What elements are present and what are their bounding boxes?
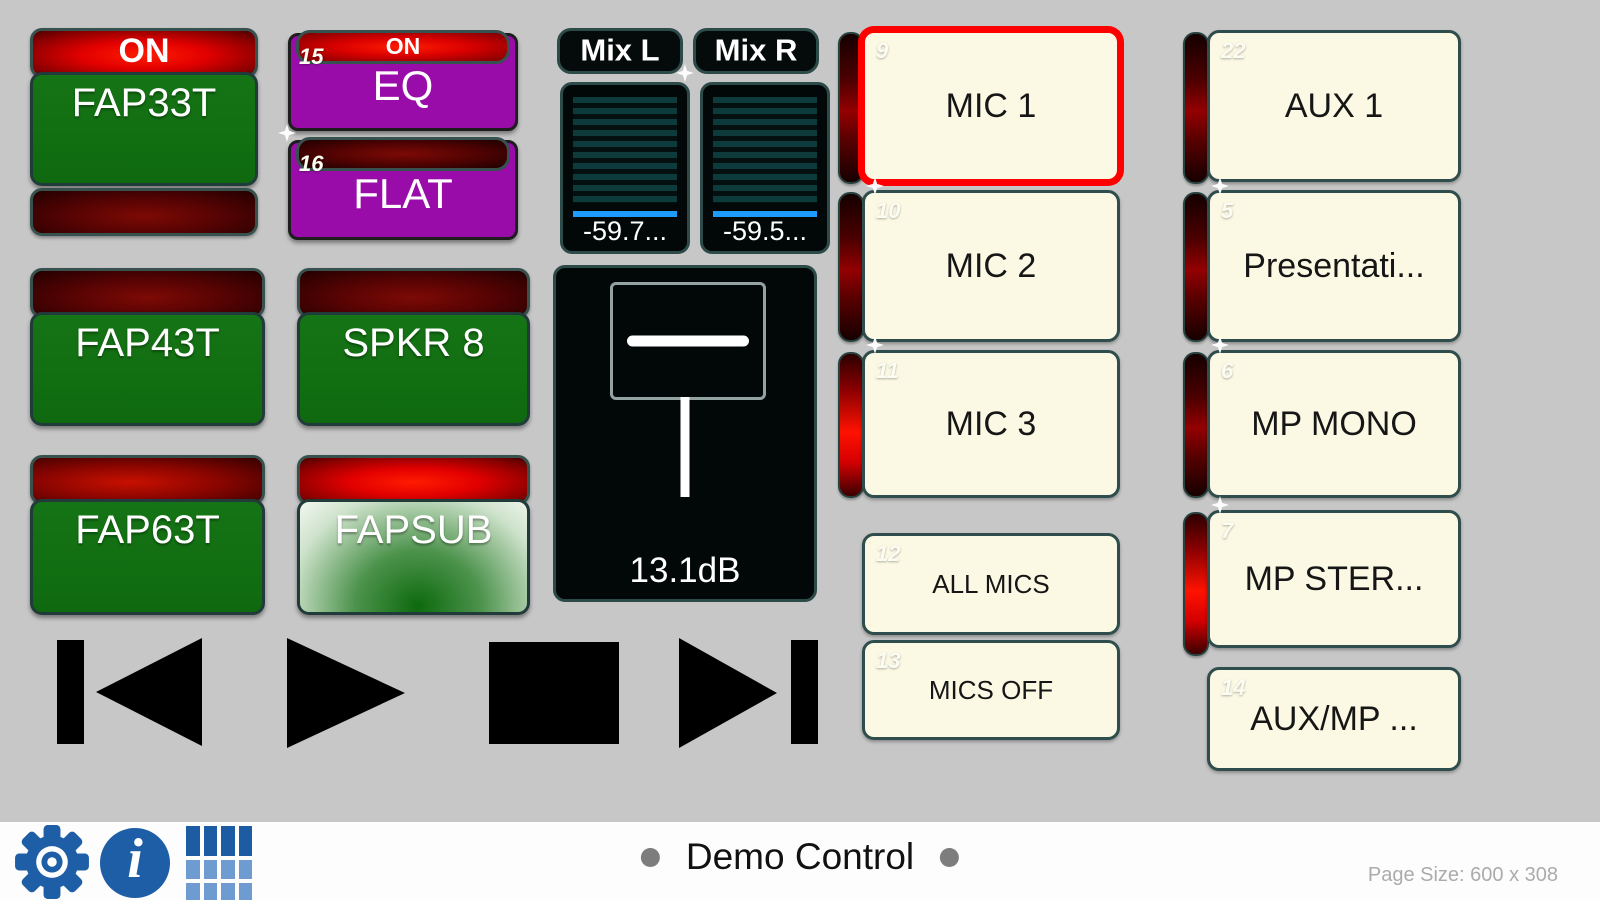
join-number: 7 — [1221, 518, 1234, 543]
join-number: 11 — [876, 358, 899, 383]
join-number: 10 — [876, 198, 901, 223]
meter-scale — [713, 97, 817, 203]
page-title: Demo Control — [640, 836, 960, 878]
mp-stereo-button[interactable]: 7 MP STER... — [1207, 510, 1461, 648]
speaker-button-fapsub[interactable]: FAPSUB — [297, 455, 530, 615]
eq-label: EQ — [372, 61, 434, 109]
mp-mono-level-meter — [1183, 352, 1209, 498]
presentation-button[interactable]: 5 Presentati... — [1207, 190, 1461, 342]
skip-back-icon[interactable] — [57, 640, 84, 744]
mix-right-title: Mix R — [693, 28, 819, 74]
mix-right-value: -59.5... — [722, 216, 808, 246]
fap33t-body: FAP33T — [30, 72, 258, 186]
fader-track — [680, 397, 690, 497]
flat-indicator — [296, 137, 510, 171]
fader-value: 13.1dB — [629, 551, 741, 590]
join-number: 6 — [1221, 358, 1234, 383]
spkr8-on-indicator — [297, 268, 530, 318]
spkr8-body: SPKR 8 — [297, 312, 530, 426]
fap63t-body: FAP63T — [30, 499, 265, 615]
stop-icon[interactable] — [489, 642, 619, 744]
speaker-label: SPKR 8 — [342, 321, 485, 365]
join-number: 22 — [1221, 38, 1246, 63]
mp-stereo-level-meter — [1183, 512, 1209, 656]
mix-left-label: Mix L — [580, 32, 660, 68]
speaker-button-fap43t[interactable]: FAP43T — [30, 268, 265, 426]
join-number: 15 — [299, 44, 324, 69]
fap33t-on-indicator: ON — [30, 28, 258, 78]
join-number: 5 — [1221, 198, 1234, 223]
speaker-label: FAP63T — [75, 508, 220, 552]
mic-3-level-meter — [838, 352, 864, 498]
speaker-label: FAP33T — [71, 81, 217, 125]
join-number: 9 — [876, 38, 889, 63]
speaker-label: FAP43T — [75, 321, 220, 365]
footer-bar: i Demo Control Page Size: 600 x 308 — [0, 822, 1600, 900]
meter-level-bar — [573, 211, 677, 217]
aux-1-level-meter — [1183, 32, 1209, 184]
mics-off-button[interactable]: 13 MICS OFF — [862, 640, 1120, 740]
page-title-text: Demo Control — [685, 836, 915, 877]
eq-on-label: ON — [385, 32, 421, 59]
eq-button[interactable]: 15 EQ ON — [288, 30, 518, 131]
gear-icon[interactable] — [14, 824, 90, 900]
skip-back-icon[interactable] — [96, 638, 202, 746]
meter-level-bar — [713, 211, 817, 217]
join-number: 16 — [299, 151, 324, 176]
mix-right-label: Mix R — [714, 32, 798, 68]
mix-left-value: -59.7... — [582, 216, 668, 246]
mic-1-level-meter — [838, 32, 864, 184]
join-number: 14 — [1221, 675, 1246, 700]
page-size-label: Page Size: 600 x 308 — [1367, 864, 1558, 886]
fap43t-body: FAP43T — [30, 312, 265, 426]
title-bullet-right — [940, 847, 960, 867]
fapsub-body: FAPSUB — [297, 499, 530, 615]
skip-forward-icon[interactable] — [679, 638, 777, 748]
flat-button[interactable]: 16 FLAT — [288, 137, 518, 240]
mix-left-title: Mix L — [557, 28, 683, 74]
fap63t-on-indicator — [30, 455, 265, 505]
join-number: 12 — [876, 541, 901, 566]
mix-right-meter: -59.5... — [700, 82, 830, 254]
eq-on-indicator: ON — [296, 30, 510, 64]
meter-scale — [573, 97, 677, 203]
on-label: ON — [118, 31, 170, 70]
fap33t-indicator-bar[interactable] — [30, 188, 258, 236]
mic-2-level-meter — [838, 192, 864, 342]
presentation-level-meter — [1183, 192, 1209, 342]
mic-3-button[interactable]: 11 MIC 3 — [862, 350, 1120, 498]
grid-icon[interactable] — [186, 826, 252, 900]
aux-mp-button[interactable]: 14 AUX/MP ... — [1207, 667, 1461, 771]
all-mics-button[interactable]: 12 ALL MICS — [862, 533, 1120, 635]
join-number: 13 — [876, 648, 901, 673]
speaker-button-spkr8[interactable]: SPKR 8 — [297, 268, 530, 426]
mic-1-button[interactable]: 9 MIC 1 — [862, 30, 1120, 182]
mp-mono-button[interactable]: 6 MP MONO — [1207, 350, 1461, 498]
fapsub-on-indicator — [297, 455, 530, 505]
aux-1-button[interactable]: 22 AUX 1 — [1207, 30, 1461, 182]
title-bullet-left — [640, 847, 660, 867]
volume-fader[interactable]: 13.1dB — [553, 265, 817, 602]
fader-handle[interactable] — [610, 282, 766, 400]
mic-2-button[interactable]: 10 MIC 2 — [862, 190, 1120, 342]
info-icon[interactable]: i — [100, 828, 170, 898]
mix-left-meter: -59.7... — [560, 82, 690, 254]
skip-forward-icon[interactable] — [791, 640, 818, 744]
play-icon[interactable] — [287, 638, 405, 748]
speaker-button-fap63t[interactable]: FAP63T — [30, 455, 265, 615]
flat-label: FLAT — [353, 169, 453, 217]
speaker-label: FAPSUB — [334, 508, 493, 552]
speaker-button-fap33t[interactable]: ON FAP33T — [30, 28, 258, 186]
fader-handle-grip — [627, 335, 749, 347]
fap43t-on-indicator — [30, 268, 265, 318]
